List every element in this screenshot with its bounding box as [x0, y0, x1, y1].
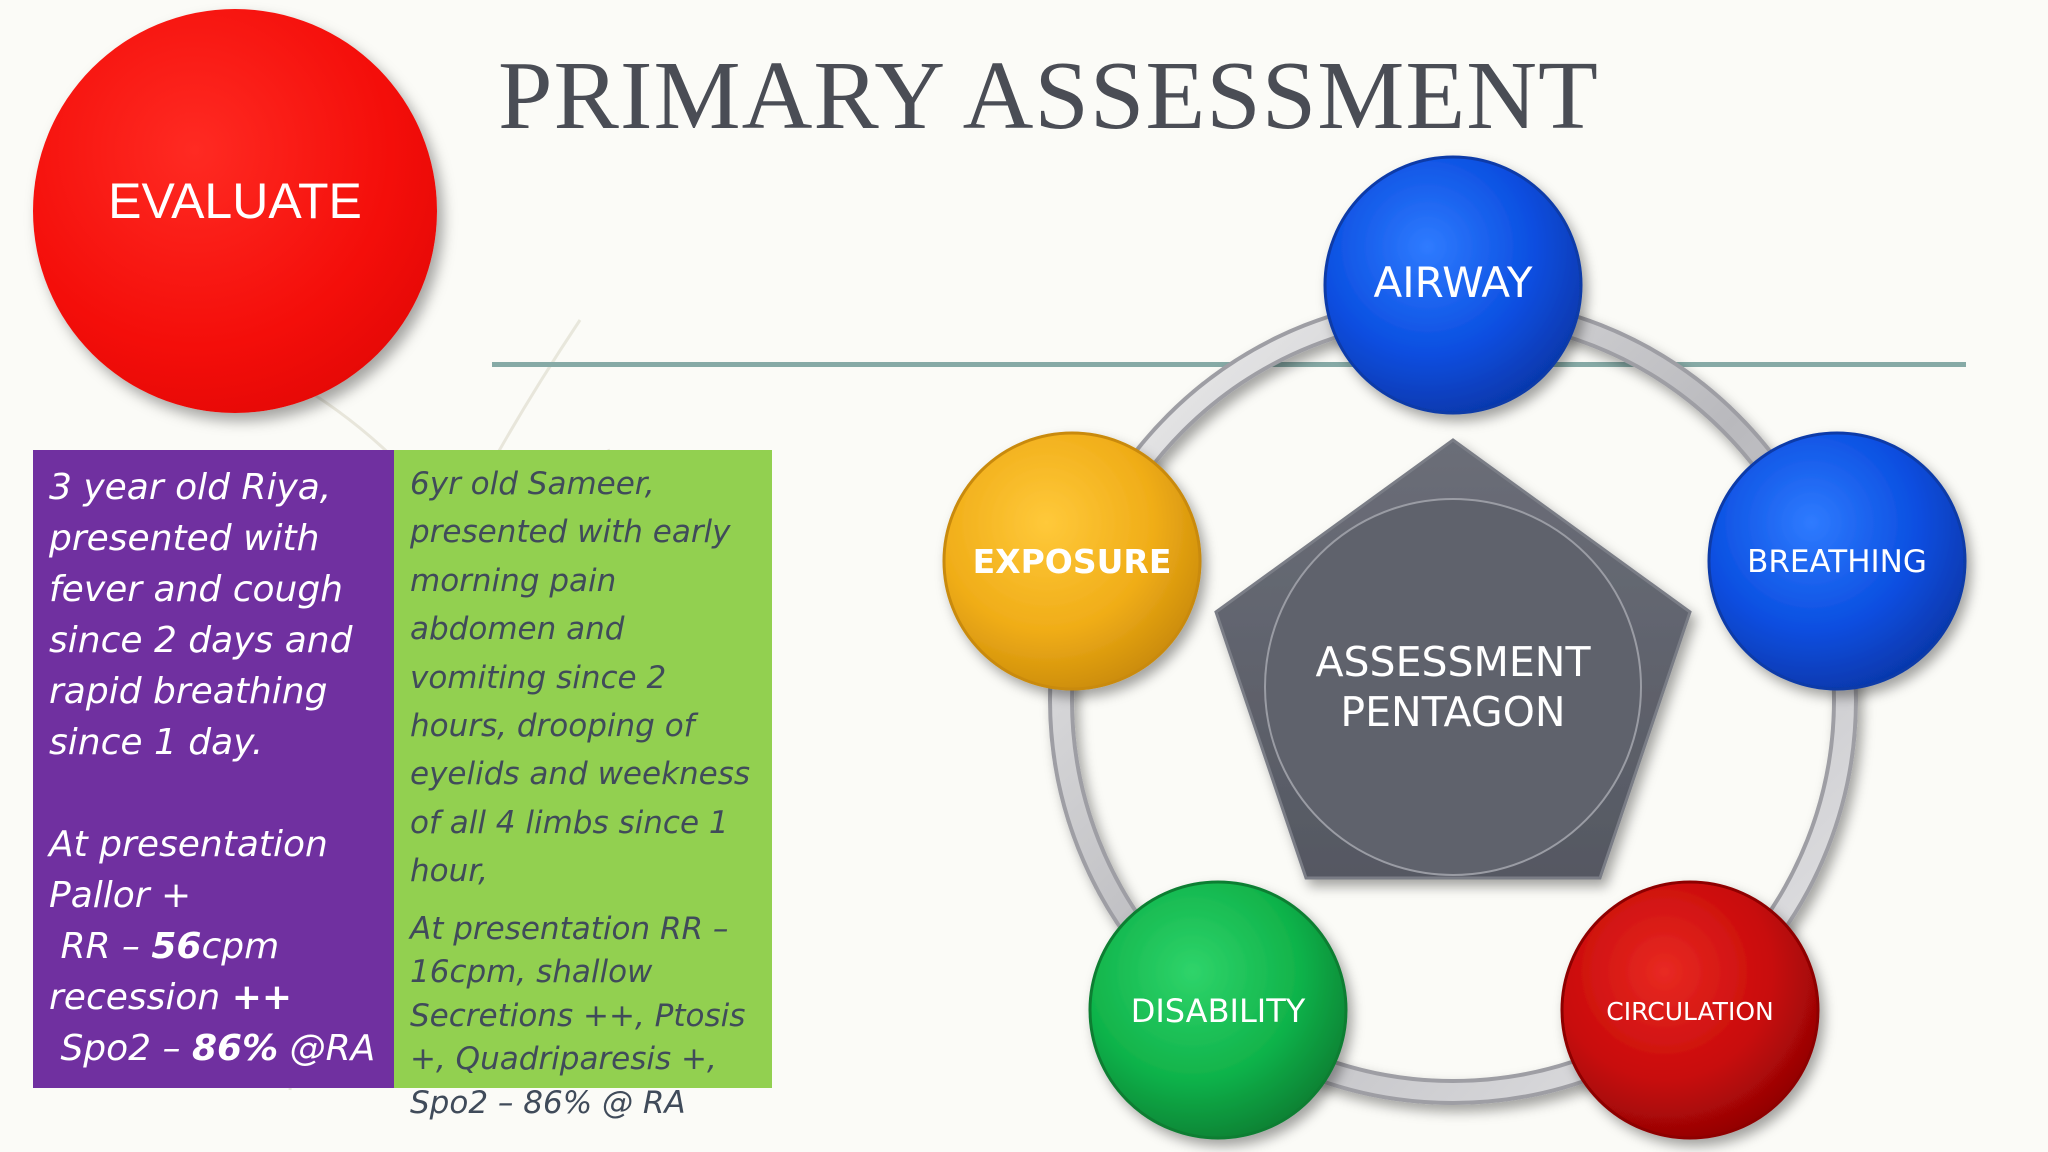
node-exposure-label: EXPOSURE: [973, 542, 1172, 581]
node-airway: AIRWAY: [1323, 155, 1583, 415]
case-sameer-box: 6yr old Sameer, presented with early mor…: [394, 450, 772, 1121]
node-breathing: BREATHING: [1707, 431, 1967, 691]
rr-value: 56: [151, 926, 202, 967]
node-breathing-label: BREATHING: [1747, 544, 1927, 580]
spo2-label: Spo2 –: [60, 1028, 192, 1069]
slide-title: PRIMARY ASSESSMENT: [498, 42, 1599, 150]
rr-unit: cpm: [201, 926, 280, 967]
case-riya-box: 3 year old Riya, presented with fever an…: [33, 450, 394, 1088]
case-riya-rr: RR – 56cpm: [49, 921, 382, 972]
spo2-value: 86%: [191, 1028, 279, 1069]
case-sameer-history: 6yr old Sameer, presented with early mor…: [410, 466, 751, 890]
pentagon-inner-circle: [1264, 498, 1642, 876]
rr-label: RR –: [60, 926, 152, 967]
case-riya-spo2: Spo2 – 86% @RA: [49, 1023, 382, 1074]
case-riya-recession: recession ++: [49, 972, 382, 1023]
node-circulation: CIRCULATION: [1560, 880, 1820, 1140]
case-riya-pallor: Pallor +: [49, 875, 192, 916]
node-exposure: EXPOSURE: [942, 431, 1202, 691]
node-airway-label: AIRWAY: [1374, 258, 1533, 307]
case-riya-at-presentation: At presentation: [49, 824, 328, 865]
case-riya-history: 3 year old Riya, presented with fever an…: [49, 467, 353, 763]
node-circulation-label: CIRCULATION: [1606, 997, 1773, 1026]
node-disability: DISABILITY: [1088, 880, 1348, 1140]
recession-label: recession: [49, 977, 232, 1018]
pentagon-center-line-1: ASSESSMENT: [1315, 638, 1591, 686]
evaluate-label: EVALUATE: [108, 173, 362, 229]
case-sameer-vitals: At presentation RR – 16cpm, shallow Secr…: [410, 910, 746, 1121]
pentagon-center-line-2: PENTAGON: [1340, 688, 1565, 736]
spo2-unit: @RA: [278, 1028, 376, 1069]
node-disability-label: DISABILITY: [1131, 992, 1306, 1030]
evaluate-circle: EVALUATE: [33, 9, 437, 413]
recession-value: ++: [231, 977, 293, 1018]
